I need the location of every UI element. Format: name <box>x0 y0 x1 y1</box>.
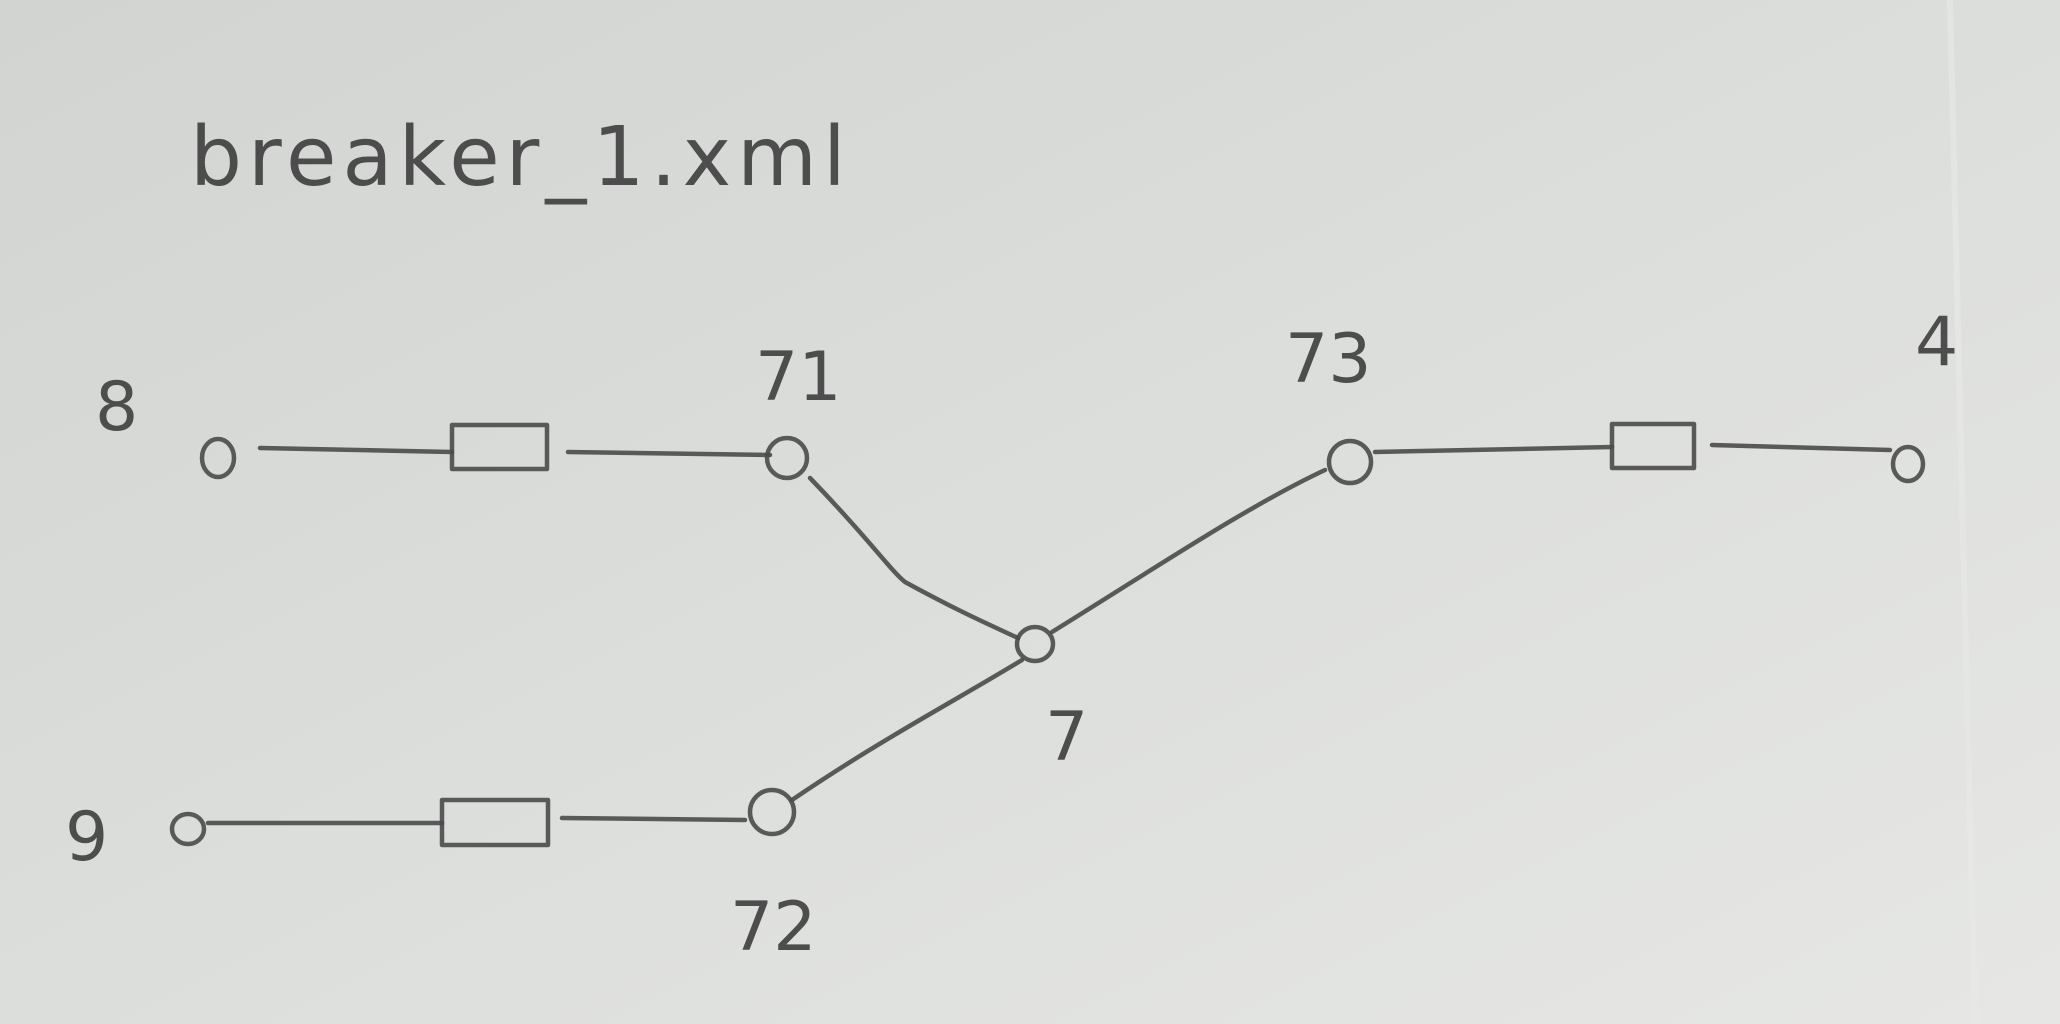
node-label-73: 73 <box>1285 320 1372 399</box>
node-label-72: 72 <box>730 888 817 967</box>
node-72-circle <box>747 787 797 837</box>
line-71-7 <box>807 475 1021 641</box>
paper-fold <box>1947 0 1978 1024</box>
node-9-circle <box>169 811 207 847</box>
node-label-71: 71 <box>755 338 842 417</box>
wire-8-breaker <box>257 445 455 455</box>
wire-breaker-71 <box>565 449 773 458</box>
node-label-9: 9 <box>65 798 108 877</box>
wire-breaker-72 <box>559 815 748 823</box>
node-label-7: 7 <box>1045 698 1088 777</box>
node-71-circle <box>764 435 810 481</box>
node-7-circle <box>1014 624 1056 664</box>
wire-breaker-4 <box>1709 442 1893 453</box>
line-7-73 <box>1049 467 1328 635</box>
breaker-8-71 <box>449 422 550 472</box>
node-label-4: 4 <box>1915 303 1958 382</box>
breaker-73-4 <box>1609 421 1697 471</box>
node-4-circle <box>1890 444 1926 484</box>
node-73-circle <box>1326 438 1374 486</box>
line-72-7 <box>789 657 1025 803</box>
wire-73-breaker <box>1372 444 1615 455</box>
diagram-title: breaker_1.xml <box>190 110 852 205</box>
node-8-circle <box>199 436 237 480</box>
breaker-9-72 <box>439 797 551 848</box>
node-label-8: 8 <box>95 368 138 447</box>
